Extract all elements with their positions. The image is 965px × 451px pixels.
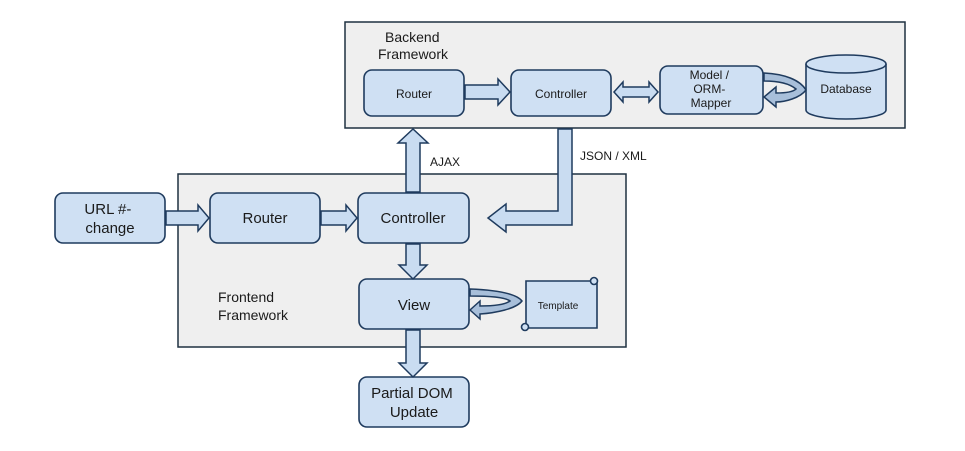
json-xml-label: JSON / XML xyxy=(580,149,647,163)
url-change-label: URL #- change xyxy=(84,201,135,237)
template-node xyxy=(520,276,599,332)
arrow-router-to-controller xyxy=(320,202,358,234)
backend-controller-label: Controller xyxy=(535,87,587,101)
arrow-ajax-request xyxy=(396,127,430,193)
database-node xyxy=(805,54,887,120)
template-label: Template xyxy=(538,301,579,312)
frontend-framework-title: Frontend Framework xyxy=(218,289,289,323)
backend-router-node xyxy=(363,69,465,117)
frontend-router-node xyxy=(209,192,321,244)
backend-framework-title: Backend Framework xyxy=(378,29,449,62)
url-change-node xyxy=(54,192,166,244)
arrow-backend-router-to-controller xyxy=(464,77,512,107)
arrow-controller-model-bidirectional xyxy=(612,80,660,104)
backend-router-label: Router xyxy=(396,87,432,101)
arrow-view-to-partial-dom xyxy=(397,329,429,379)
backend-controller-node xyxy=(510,69,612,117)
arrow-model-database-loop xyxy=(762,72,807,109)
partial-dom-update-label: Partial DOM Update xyxy=(371,385,457,421)
frontend-controller-node xyxy=(357,192,470,244)
frontend-controller-label: Controller xyxy=(380,210,445,227)
frontend-router-label: Router xyxy=(242,210,287,227)
model-orm-label: Model / ORM- Mapper xyxy=(690,68,733,110)
arrow-controller-to-view xyxy=(397,243,429,281)
arrow-json-xml-response xyxy=(486,128,573,234)
arrow-url-to-router xyxy=(165,202,210,234)
view-label: View xyxy=(398,297,430,314)
arrow-template-to-view xyxy=(468,288,523,321)
database-label: Database xyxy=(820,82,872,96)
ajax-label: AJAX xyxy=(430,155,460,169)
model-orm-node xyxy=(659,65,764,115)
